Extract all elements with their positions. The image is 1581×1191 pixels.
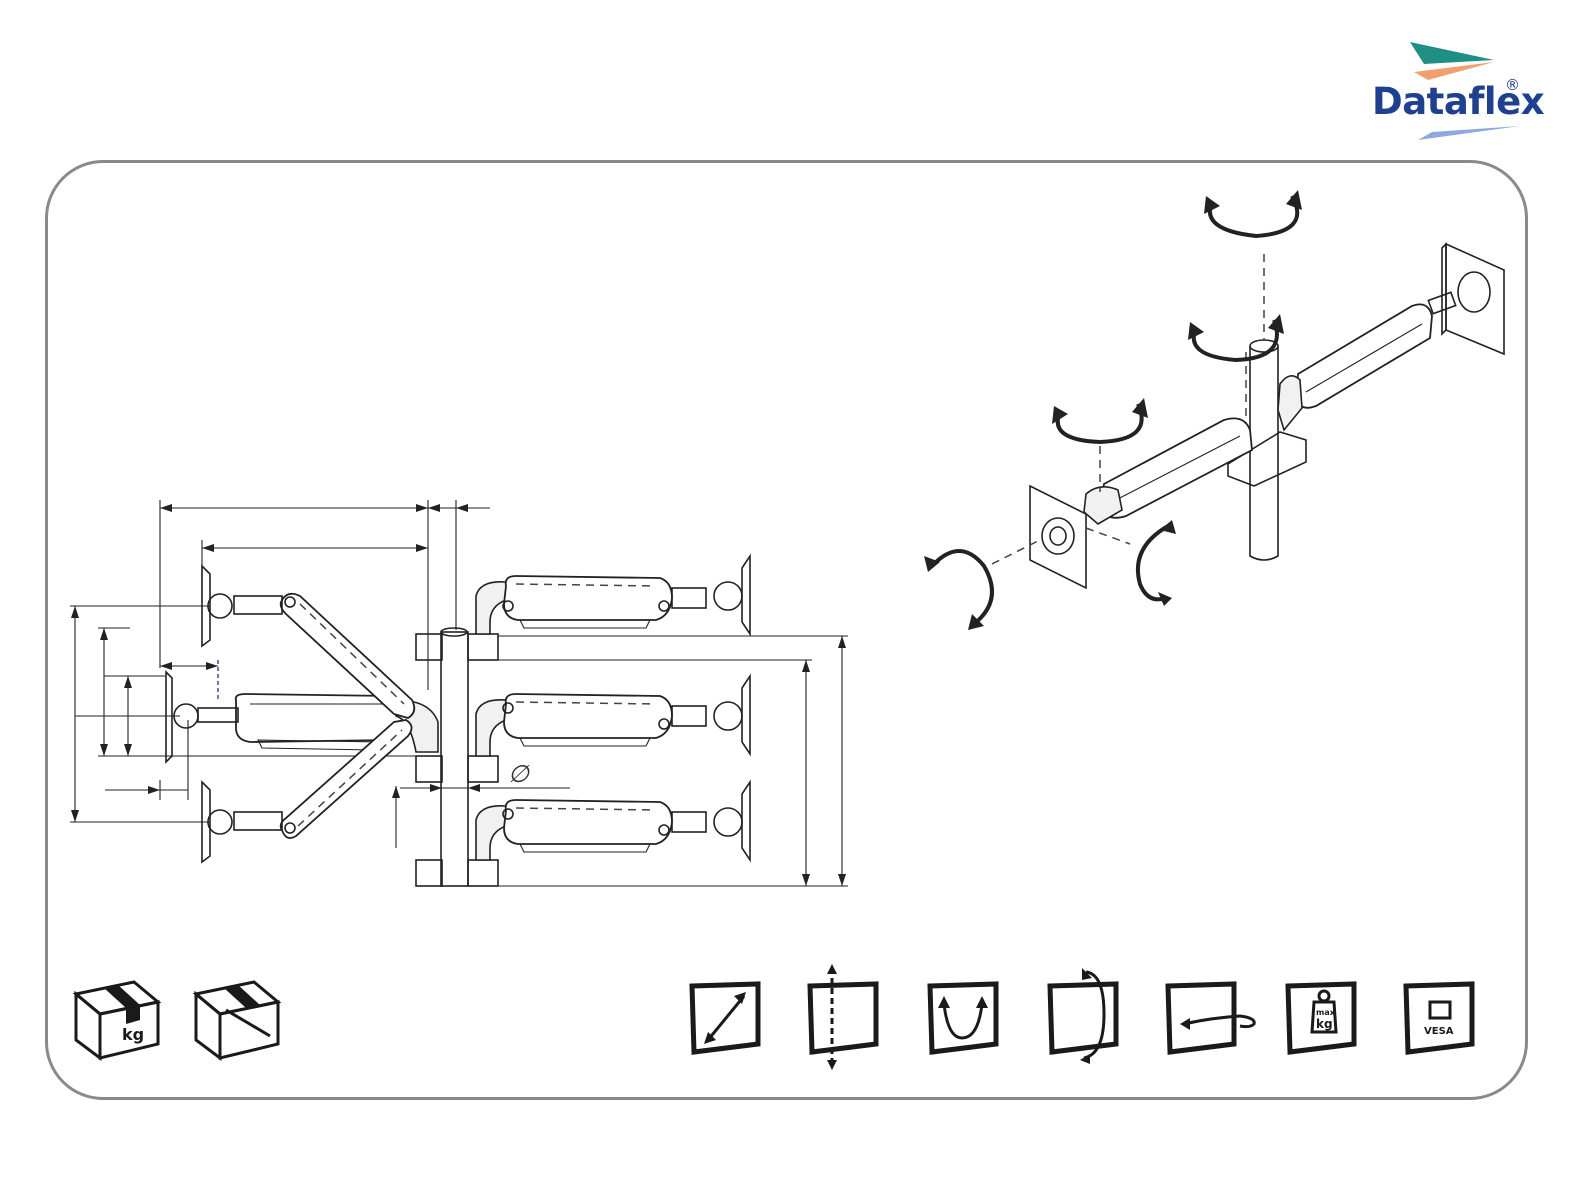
rotate-icon xyxy=(1168,984,1254,1052)
screen-size-icon xyxy=(692,984,758,1052)
max-weight-icon: max kg xyxy=(1288,984,1354,1052)
height-adjust-icon xyxy=(810,964,876,1070)
svg-text:kg: kg xyxy=(1316,1017,1333,1031)
swivel-icon xyxy=(1050,968,1116,1064)
vesa-icon: VESA xyxy=(1406,984,1472,1052)
svg-text:max: max xyxy=(1316,1008,1336,1017)
svg-text:VESA: VESA xyxy=(1424,1026,1454,1037)
tilt-icon xyxy=(930,984,996,1052)
